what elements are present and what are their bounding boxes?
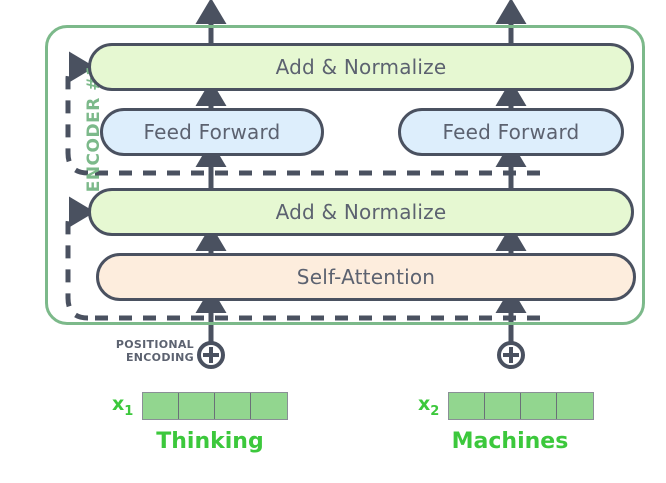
posenc-to-embed-stubs: [208, 333, 514, 343]
embedding-cell: [251, 393, 288, 419]
input-embedding-2: x2 Machines: [418, 392, 596, 454]
block-feed-forward-right[interactable]: Feed Forward: [398, 108, 624, 156]
embedding-cell: [557, 393, 594, 419]
embedding-cell: [215, 393, 252, 419]
embedding-cells: [448, 392, 595, 420]
input-word-label: Machines: [451, 429, 569, 454]
embedding-row: x1: [112, 392, 296, 420]
block-label: Feed Forward: [143, 120, 281, 144]
block-feed-forward-left[interactable]: Feed Forward: [100, 108, 324, 156]
input-word-label: Thinking: [156, 429, 264, 454]
input-embedding-1: x1 Thinking: [112, 392, 296, 454]
embedding-cell: [449, 393, 486, 419]
block-add-normalize-bottom[interactable]: Add & Normalize: [88, 188, 634, 236]
block-self-attention[interactable]: Self-Attention: [96, 253, 636, 301]
embedding-cell: [179, 393, 216, 419]
positional-encoding-label: POSITIONAL ENCODING: [78, 338, 194, 364]
embedding-row: x2: [418, 392, 596, 420]
block-label: Add & Normalize: [275, 55, 447, 79]
block-add-normalize-top[interactable]: Add & Normalize: [88, 43, 634, 91]
embedding-token-label: x1: [112, 393, 134, 419]
encoder-frame: [45, 25, 645, 325]
block-label: Add & Normalize: [275, 200, 447, 224]
plus-circle-right: [497, 341, 525, 369]
embedding-cells: [142, 392, 289, 420]
positional-encoding-line2: ENCODING: [125, 351, 194, 364]
embedding-cell: [143, 393, 180, 419]
embedding-cell: [485, 393, 522, 419]
positional-encoding-line1: POSITIONAL: [115, 338, 194, 351]
embedding-token-label: x2: [418, 393, 440, 419]
block-label: Self-Attention: [296, 265, 436, 289]
plus-circle-left: [197, 341, 225, 369]
embedding-cell: [521, 393, 558, 419]
block-label: Feed Forward: [442, 120, 580, 144]
